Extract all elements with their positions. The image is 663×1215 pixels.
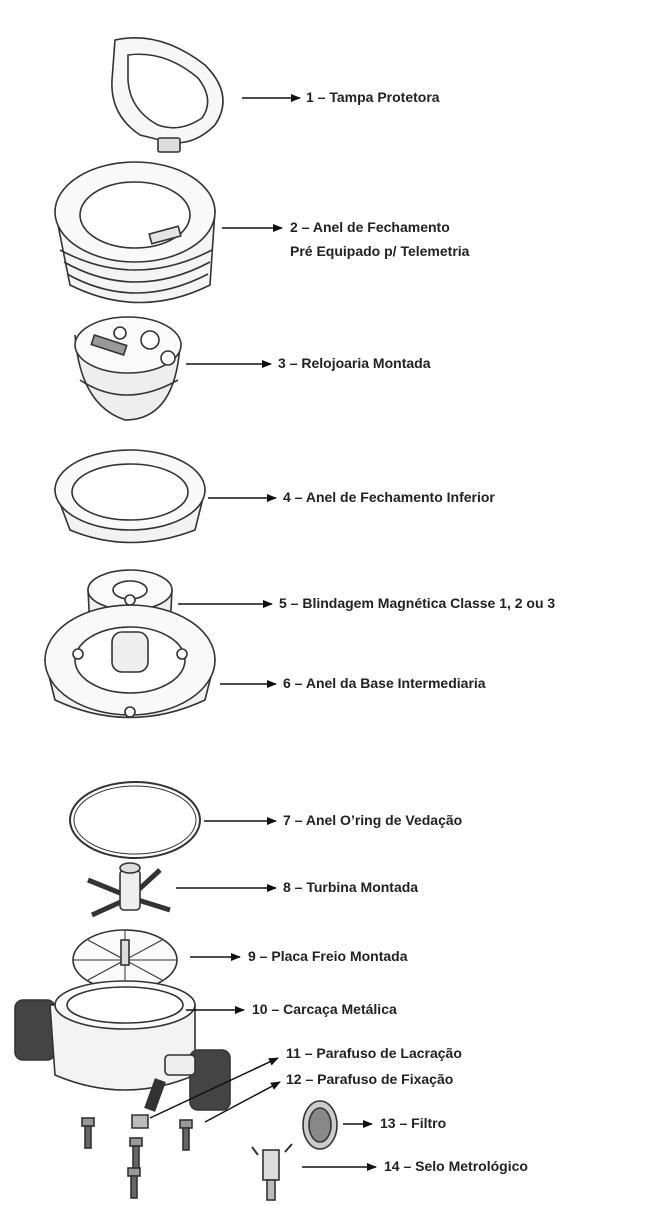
label-14: 14 – Selo Metrológico: [384, 1158, 528, 1174]
label-3: 3 – Relojoaria Montada: [278, 355, 431, 371]
label-2: 2 – Anel de Fechamento: [290, 219, 450, 235]
closing-ring: [54, 161, 216, 304]
label-1: 1 – Tampa Protetora: [306, 89, 440, 105]
label-9: 9 – Placa Freio Montada: [248, 948, 408, 964]
label-7: 7 – Anel O’ring de Vedação: [283, 812, 463, 828]
o-ring: [69, 781, 201, 859]
label-8: 8 – Turbina Montada: [283, 879, 419, 895]
filter: [302, 1100, 338, 1150]
label-12: 12 – Parafuso de Fixação: [286, 1071, 454, 1087]
turbine-assembly: [87, 862, 171, 918]
label-11: 11 – Parafuso de Lacração: [286, 1045, 462, 1061]
label-6: 6 – Anel da Base Intermediaria: [283, 675, 486, 691]
intermediate-base-ring: [43, 594, 217, 719]
screws: [81, 1078, 193, 1199]
lower-closing-ring: [53, 449, 207, 544]
metrological-seal: [251, 1143, 293, 1201]
register-assembly: [74, 316, 182, 421]
brake-plate: [72, 929, 178, 991]
label-5: 5 – Blindagem Magnética Classe 1, 2 ou 3: [279, 595, 556, 611]
arrow-11: [149, 1057, 279, 1119]
label-4: 4 – Anel de Fechamento Inferior: [283, 489, 495, 505]
protective-cap: [111, 37, 224, 153]
label-13: 13 – Filtro: [380, 1115, 447, 1131]
leader-arrows: [149, 94, 377, 1171]
label-10: 10 – Carcaça Metálica: [252, 1001, 397, 1017]
metal-casing: [14, 980, 231, 1111]
label-2-line-2: Pré Equipado p/ Telemetria: [290, 243, 470, 259]
arrow-12: [204, 1081, 281, 1123]
